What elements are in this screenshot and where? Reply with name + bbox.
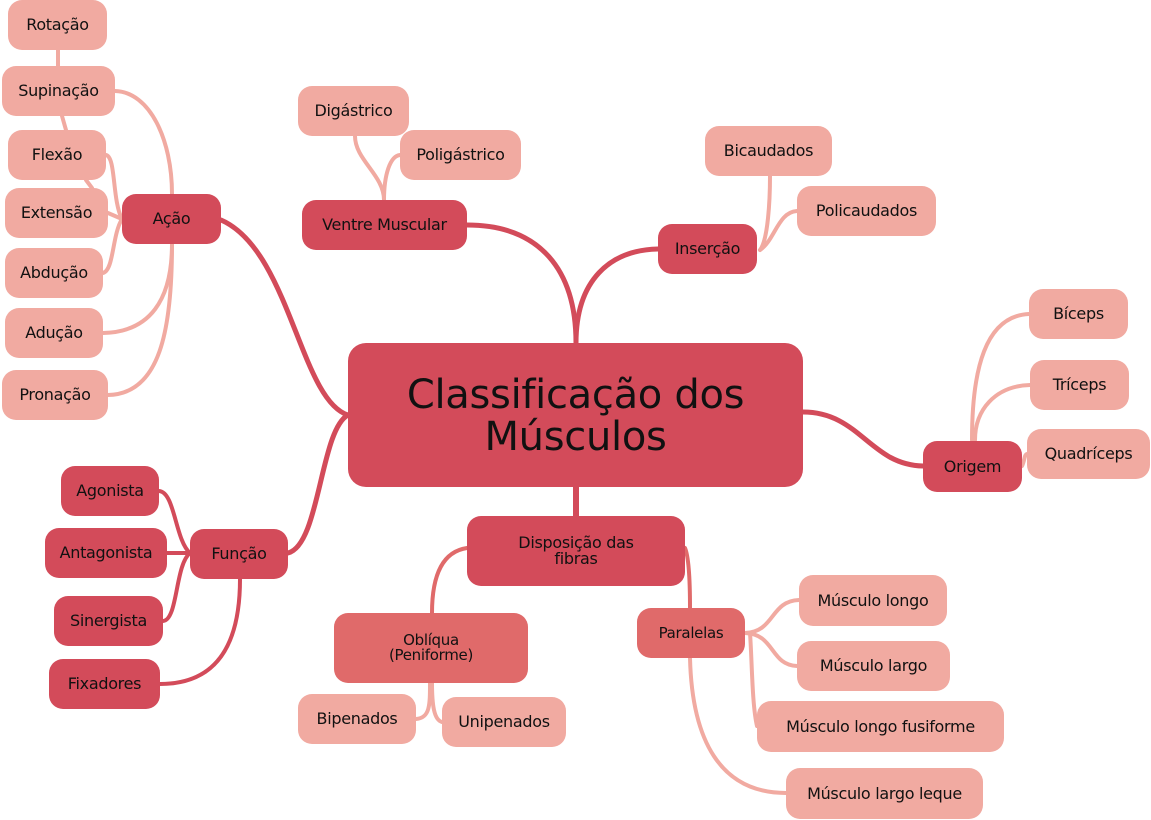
topic-acao[interactable]: Ação [122, 194, 221, 244]
subtopic-pronacao[interactable]: Pronação [2, 370, 108, 420]
topic-ventre-label: Ventre Muscular [322, 215, 447, 234]
subtopic-obliqua-label: Oblíqua (Peniforme) [388, 631, 474, 664]
subtopic-musculo-largo[interactable]: Músculo largo [797, 641, 950, 691]
subtopic-sinergista[interactable]: Sinergista [54, 596, 163, 646]
central-topic-label: Classificação dos Músculos [406, 372, 745, 460]
subtopic-abducao[interactable]: Abdução [5, 248, 103, 298]
link-paralelas-fusiforme [748, 631, 759, 728]
link-obliqua-bipenados [414, 681, 432, 721]
link-paralelas-largo [743, 631, 799, 668]
topic-ventre-muscular[interactable]: Ventre Muscular [302, 200, 467, 250]
link-origem-quadriceps [1020, 452, 1029, 468]
link-acao-pronacao [106, 242, 174, 397]
topic-insercao-label: Inserção [674, 239, 741, 258]
topic-origem-label: Origem [943, 456, 1002, 476]
link-acao-flexao-extensao [84, 178, 94, 190]
topic-insercao[interactable]: Inserção [658, 224, 757, 274]
link-acao-supinacao [113, 89, 174, 196]
subtopic-label: Músculo largo leque [807, 783, 962, 803]
subtopic-label: Antagonista [59, 543, 153, 562]
subtopic-triceps[interactable]: Tríceps [1030, 360, 1129, 410]
link-paralelas-leque [688, 656, 788, 795]
link-funcao-sinergista [161, 551, 192, 623]
subtopic-label: Sinergista [70, 611, 147, 630]
subtopic-biceps[interactable]: Bíceps [1029, 289, 1128, 339]
subtopic-label: Músculo longo fusiforme [786, 716, 975, 736]
link-root-funcao [285, 412, 351, 556]
link-origem-biceps [970, 312, 1031, 442]
subtopic-supinacao[interactable]: Supinação [2, 66, 115, 116]
subtopic-quadriceps[interactable]: Quadríceps [1027, 429, 1150, 479]
central-topic[interactable]: Classificação dos Músculos [348, 343, 803, 487]
subtopic-label: Tríceps [1052, 375, 1107, 394]
subtopic-label: Extensão [20, 203, 93, 222]
link-ventre-poligastrico [382, 153, 402, 202]
subtopic-label: Rotação [26, 15, 89, 34]
link-acao-extensao [106, 211, 124, 221]
subtopic-flexao[interactable]: Flexão [8, 130, 106, 180]
link-acao-supinacao-flexao [60, 114, 68, 132]
subtopic-paralelas[interactable]: Paralelas [637, 608, 745, 658]
link-obliqua-unipenados [430, 681, 444, 724]
link-origem-triceps [973, 383, 1032, 442]
subtopic-poligastrico[interactable]: Poligástrico [400, 130, 521, 180]
topic-funcao-label: Função [211, 544, 267, 563]
topic-disposicao-fibras[interactable]: Disposição das fibras [467, 516, 685, 586]
subtopic-unipenados[interactable]: Unipenados [442, 697, 566, 747]
subtopic-label: Abdução [20, 263, 88, 282]
link-funcao-fixadores [158, 577, 242, 686]
link-paralelas-longo [743, 598, 801, 635]
subtopic-bicaudados[interactable]: Bicaudados [705, 126, 832, 176]
link-disposicao-obliqua [430, 546, 469, 615]
subtopic-bipenados[interactable]: Bipenados [298, 694, 416, 744]
subtopic-label: Bipenados [316, 709, 398, 728]
subtopic-digastrico[interactable]: Digástrico [298, 86, 409, 136]
link-ventre-digastrico [353, 134, 386, 202]
link-acao-flexao [104, 153, 124, 221]
subtopic-label: Bíceps [1053, 304, 1104, 323]
subtopic-label: Policaudados [815, 201, 918, 220]
topic-acao-label: Ação [152, 209, 191, 228]
subtopic-musculo-longo[interactable]: Músculo longo [799, 575, 947, 626]
subtopic-paralelas-label: Paralelas [658, 623, 724, 642]
link-funcao-agonista [157, 489, 192, 555]
subtopic-label: Fixadores [67, 674, 142, 693]
subtopic-policaudados[interactable]: Policaudados [797, 186, 936, 236]
topic-origem[interactable]: Origem [923, 441, 1022, 492]
subtopic-antagonista[interactable]: Antagonista [45, 528, 167, 578]
link-insercao-policaudados [758, 209, 799, 252]
link-acao-abducao [101, 217, 124, 275]
subtopic-label: Músculo longo [817, 590, 929, 610]
link-root-acao [218, 217, 351, 418]
link-root-insercao [573, 246, 661, 346]
subtopic-extensao[interactable]: Extensão [5, 188, 108, 238]
subtopic-agonista[interactable]: Agonista [61, 466, 159, 516]
subtopic-rotacao[interactable]: Rotação [8, 0, 107, 50]
subtopic-label: Pronação [19, 385, 91, 404]
subtopic-fixadores[interactable]: Fixadores [49, 659, 160, 709]
subtopic-aducao[interactable]: Adução [5, 308, 103, 358]
subtopic-label: Digástrico [314, 101, 393, 120]
subtopic-label: Poligástrico [416, 145, 505, 164]
subtopic-musculo-largo-leque[interactable]: Músculo largo leque [786, 768, 983, 819]
topic-funcao[interactable]: Função [190, 529, 288, 579]
subtopic-musculo-longo-fusiforme[interactable]: Músculo longo fusiforme [757, 701, 1004, 752]
subtopic-label: Adução [25, 323, 83, 342]
topic-disposicao-label: Disposição das fibras [518, 533, 634, 568]
link-disposicao-paralelas [683, 546, 692, 610]
subtopic-label: Flexão [31, 145, 83, 164]
subtopic-label: Supinação [18, 81, 99, 100]
subtopic-obliqua[interactable]: Oblíqua (Peniforme) [334, 613, 528, 683]
subtopic-label: Músculo largo [819, 656, 928, 675]
link-root-origem [800, 409, 926, 469]
subtopic-label: Bicaudados [723, 141, 814, 160]
link-root-ventre [464, 222, 579, 346]
subtopic-label: Agonista [76, 481, 144, 500]
subtopic-label: Quadríceps [1044, 444, 1133, 463]
subtopic-label: Unipenados [458, 712, 550, 731]
